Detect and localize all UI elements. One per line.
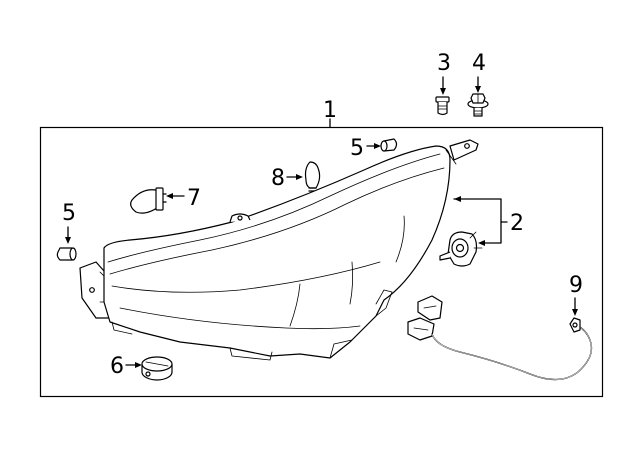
part-8-bulb (304, 161, 321, 192)
part-2-leveling-motor (439, 231, 483, 267)
callout-7-label: 7 (187, 186, 201, 211)
callout-5-left-leader (65, 226, 71, 244)
part-3-bolt (435, 96, 450, 116)
callout-8-leader (286, 174, 303, 180)
callout-5-top-leader (366, 143, 381, 149)
part-4-screw (467, 93, 489, 117)
part-7-wedge-bulb (130, 187, 167, 214)
callout-4-leader (475, 76, 481, 93)
callout-8-label: 8 (271, 166, 285, 191)
assembly-frame (39, 126, 604, 398)
callout-1-label: 1 (323, 98, 337, 123)
part-9-wiring-harness (407, 295, 593, 381)
callout-7-leader (166, 193, 185, 199)
callout-5-left-label: 5 (62, 201, 76, 226)
callout-3-label: 3 (437, 51, 451, 76)
callout-6-leader (125, 362, 142, 368)
callout-9-leader (572, 297, 578, 316)
callout-5-top-label: 5 (350, 136, 364, 161)
callout-2-label: 2 (510, 211, 524, 236)
part-1-headlamp-housing (79, 139, 479, 361)
callout-4-label: 4 (472, 51, 486, 76)
callout-9-label: 9 (569, 273, 583, 298)
part-5-bulb-left (56, 247, 77, 261)
part-6-cap (141, 356, 173, 381)
callout-3-leader (440, 76, 446, 95)
part-5-bulb-top (380, 138, 398, 152)
callout-6-label: 6 (110, 354, 124, 379)
callout-2-leader (453, 196, 508, 246)
